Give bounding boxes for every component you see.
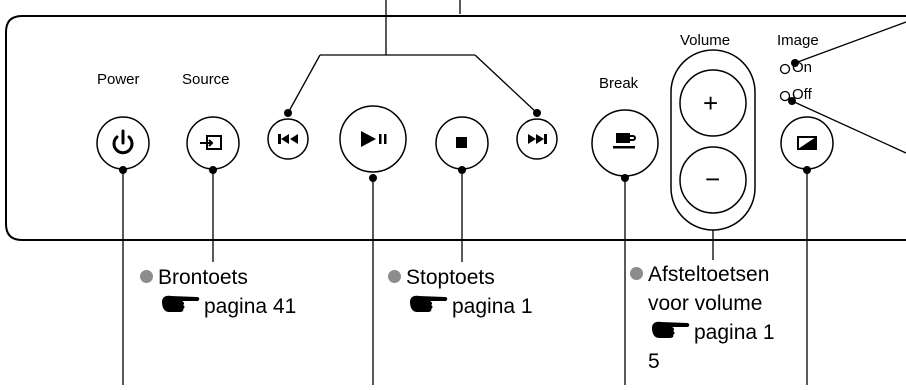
volume-label: Volume (680, 32, 731, 49)
volume-callout: Afsteltoetsen voor volume pagina 1 5 (630, 260, 775, 376)
previous-button[interactable] (267, 118, 309, 160)
volume-page-ref-cont: 5 (648, 350, 660, 373)
bullet-dot (630, 267, 643, 280)
break-label: Break (599, 75, 639, 92)
stop-button[interactable] (435, 116, 489, 170)
top-leaders (287, 0, 906, 154)
source-callout: Brontoets pagina 41 (140, 263, 296, 321)
previous-icon (278, 134, 298, 144)
power-icon (112, 129, 134, 155)
image-on-label: On (792, 59, 813, 76)
bullet-dot (140, 270, 153, 283)
image-label: Image (777, 32, 819, 49)
pointing-hand-icon (162, 295, 200, 312)
source-button[interactable] (186, 116, 240, 170)
stop-icon (456, 137, 467, 148)
break-icon (613, 133, 636, 149)
play-pause-icon (361, 131, 387, 147)
volume-up-label: + (703, 88, 719, 118)
next-icon (528, 134, 547, 144)
source-page-ref-link[interactable]: pagina 41 (204, 295, 297, 318)
stop-page-ref-link[interactable]: pagina 1 (452, 295, 533, 318)
power-button[interactable] (96, 116, 150, 170)
volume-callout-title: Afsteltoetsen (648, 263, 770, 286)
bottom-leaders (122, 170, 808, 385)
bullet-dot (388, 270, 401, 283)
pointing-hand-icon (652, 321, 690, 338)
stop-callout: Stoptoets pagina 1 (388, 263, 533, 321)
image-toggle-button[interactable] (780, 116, 834, 170)
volume-up-button[interactable] (679, 69, 747, 137)
volume-callout-line2: voor volume (648, 292, 763, 315)
volume-down-button[interactable] (679, 146, 747, 214)
volume-down-label: − (705, 164, 721, 194)
volume-rocker (670, 49, 756, 231)
image-off-indicator (779, 90, 791, 102)
source-callout-title: Brontoets (158, 266, 248, 289)
source-label: Source (182, 71, 230, 88)
source-icon (200, 135, 222, 150)
pointing-hand-icon (410, 295, 448, 312)
leader-endpoints (119, 59, 811, 182)
image-off-label: Off (792, 86, 812, 103)
volume-page-ref-link[interactable]: pagina 1 (694, 321, 775, 344)
image-on-indicator (779, 63, 791, 75)
power-label: Power (97, 71, 140, 88)
break-button[interactable] (591, 109, 659, 177)
image-toggle-icon (797, 136, 817, 150)
next-button[interactable] (516, 118, 558, 160)
play-pause-button[interactable] (339, 105, 407, 173)
stop-callout-title: Stoptoets (406, 266, 495, 289)
